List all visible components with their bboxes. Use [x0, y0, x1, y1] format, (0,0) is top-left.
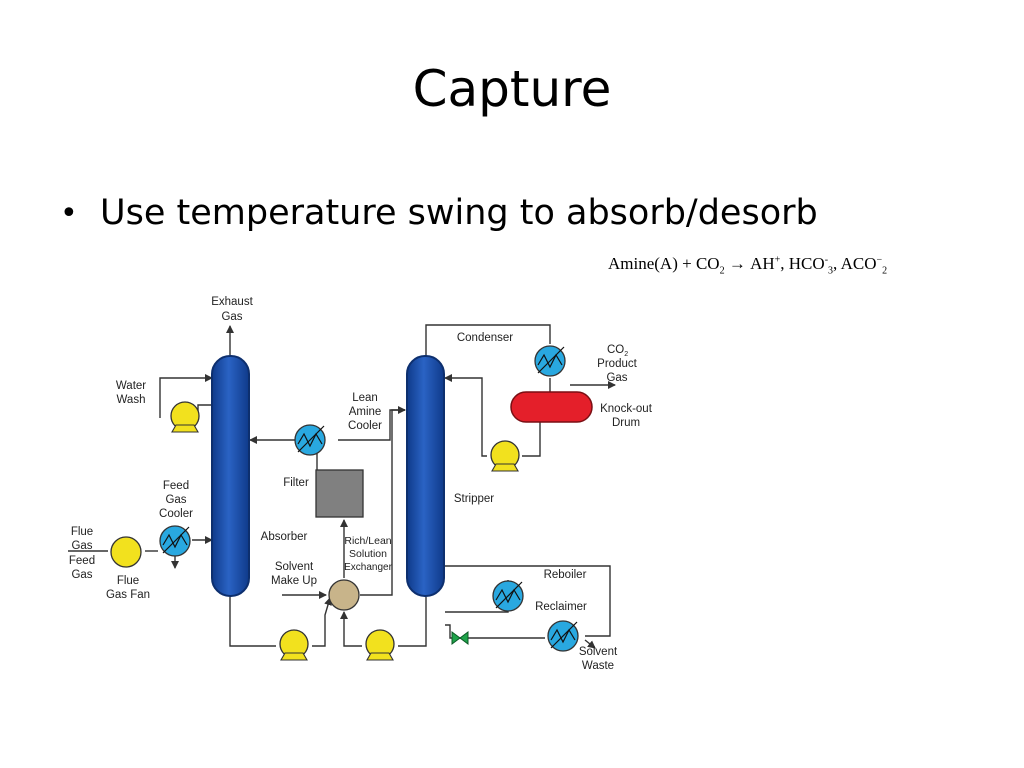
label-feed: Feed	[163, 480, 189, 492]
rich-amine-pump-icon	[279, 629, 309, 661]
label-feedgas-gas: Gas	[71, 569, 92, 581]
label-flue: Flue	[71, 526, 93, 538]
condenser-icon	[534, 345, 566, 377]
reaction-equation: Amine(A) + CO2 → AH+, HCO-3, ACO−2	[608, 254, 888, 277]
bullet-text: Use temperature swing to absorb/desorb	[100, 193, 818, 233]
label-filter: Filter	[283, 477, 309, 489]
label-knockout: Knock-out	[600, 403, 653, 415]
label-product-gas: Gas	[606, 372, 627, 384]
lean-amine-cooler-icon	[294, 424, 326, 456]
flue-gas-fan-icon	[110, 536, 142, 568]
label-solvent-waste-1: Solvent	[579, 646, 618, 658]
label-feed-cooler: Cooler	[159, 508, 193, 520]
label-water: Water	[116, 380, 146, 392]
label-drum: Drum	[612, 417, 640, 429]
label-condenser: Condenser	[457, 332, 513, 344]
label-exchanger: Exchanger	[344, 562, 392, 573]
label-reclaimer: Reclaimer	[535, 601, 587, 613]
label-stripper: Stripper	[454, 493, 494, 505]
bullet-dot-icon: •	[60, 195, 78, 231]
reclaimer-icon	[547, 620, 579, 652]
label-richlean: Rich/Lean	[344, 535, 391, 547]
feed-gas-cooler-icon	[159, 525, 191, 557]
label-cooler: Cooler	[348, 420, 382, 432]
label-solvent: Solvent	[275, 561, 314, 573]
label-absorber: Absorber	[261, 531, 308, 543]
label-exhaust: Exhaust	[211, 296, 253, 308]
label-flue-gas: Gas	[71, 540, 92, 552]
rich-lean-exchanger-icon	[328, 579, 360, 611]
label-wash: Wash	[117, 394, 146, 406]
label-reboiler: Reboiler	[544, 569, 587, 581]
label-feedgas-feed: Feed	[69, 555, 95, 567]
label-product: Product	[597, 358, 637, 370]
label-co2: CO2	[607, 344, 628, 358]
label-feed-gas: Gas	[165, 494, 186, 506]
label-fan-gasfan: Gas Fan	[106, 589, 150, 601]
filter-icon	[315, 469, 364, 518]
label-solvent-waste-2: Waste	[582, 660, 614, 672]
label-amine: Amine	[349, 406, 382, 418]
knock-out-drum-icon	[510, 391, 593, 423]
stripper-column-icon	[406, 355, 445, 597]
label-fan-flue: Flue	[117, 575, 139, 587]
valve-icon	[451, 631, 469, 645]
label-makeup: Make Up	[271, 575, 317, 587]
reflux-pump-icon	[490, 440, 520, 472]
label-exhaust-gas: Gas	[221, 311, 242, 323]
reboiler-icon	[492, 580, 524, 612]
label-solution: Solution	[349, 548, 387, 560]
slide-title: Capture	[412, 60, 612, 118]
label-lean: Lean	[352, 392, 378, 404]
process-lines	[68, 324, 616, 649]
bullet-item: • Use temperature swing to absorb/desorb	[60, 193, 818, 233]
absorber-column-icon	[211, 355, 250, 597]
diagram-labels: Exhaust Gas Water Wash Lean Amine Cooler…	[69, 296, 653, 672]
lean-amine-pump-icon	[365, 629, 395, 661]
water-wash-pump-icon	[170, 401, 200, 433]
